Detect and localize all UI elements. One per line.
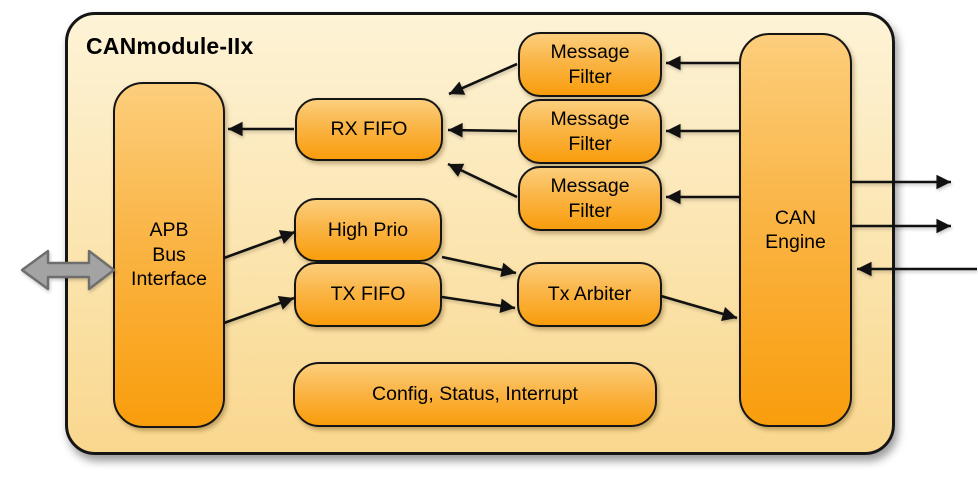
block-rx-fifo: RX FIFO bbox=[295, 98, 443, 161]
block-message-filter-2-label: Message Filter bbox=[550, 108, 630, 155]
block-config-label: Config, Status, Interrupt bbox=[372, 383, 578, 406]
block-apb-bus-interface: APB Bus Interface bbox=[113, 82, 225, 428]
block-high-prio-label: High Prio bbox=[327, 218, 409, 241]
block-tx-fifo: TX FIFO bbox=[294, 262, 442, 327]
block-apb-label: APB Bus Interface bbox=[131, 219, 207, 291]
block-message-filter-2: Message Filter bbox=[518, 99, 662, 164]
block-tx-fifo-label: TX FIFO bbox=[330, 283, 406, 306]
diagram-title: CANmodule-IIx bbox=[86, 33, 254, 59]
block-tx-arbiter-label: Tx Arbiter bbox=[547, 283, 632, 306]
block-high-prio: High Prio bbox=[294, 198, 442, 262]
block-tx-arbiter: Tx Arbiter bbox=[517, 262, 662, 327]
block-message-filter-1: Message Filter bbox=[518, 32, 662, 97]
block-message-filter-3-label: Message Filter bbox=[550, 175, 630, 222]
block-message-filter-1-label: Message Filter bbox=[550, 41, 630, 88]
block-can-engine-label: CAN Engine bbox=[765, 206, 826, 253]
block-rx-fifo-label: RX FIFO bbox=[330, 118, 408, 141]
block-can-engine: CAN Engine bbox=[739, 33, 852, 427]
block-config-status-interrupt: Config, Status, Interrupt bbox=[293, 362, 657, 427]
block-message-filter-3: Message Filter bbox=[518, 166, 662, 231]
